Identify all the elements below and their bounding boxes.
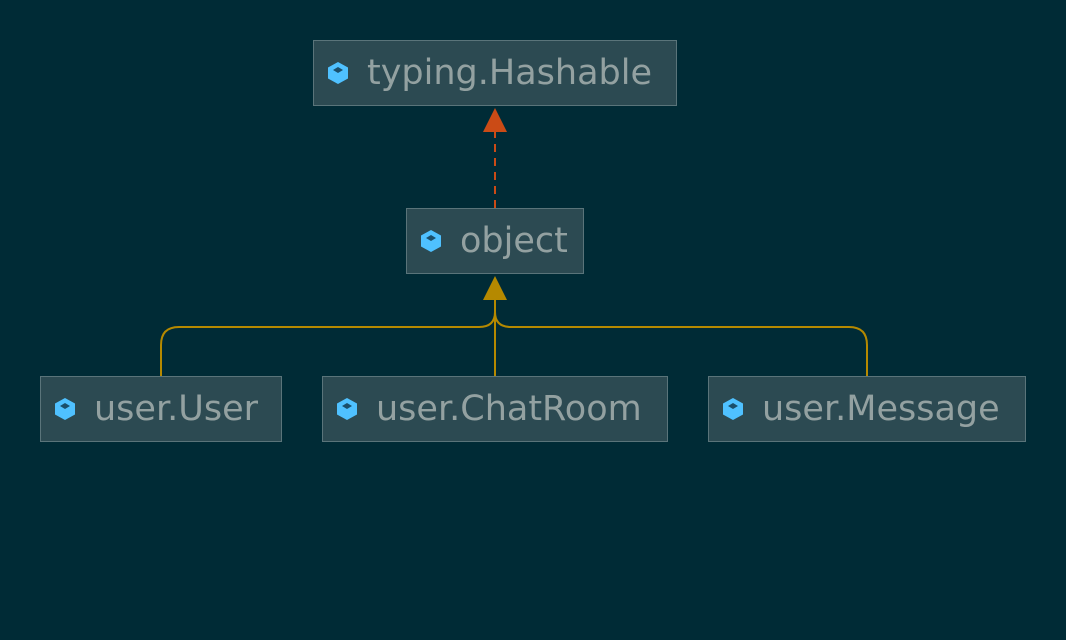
class-node-user-user[interactable]: user.User — [40, 376, 282, 442]
class-label: user.Message — [762, 388, 1000, 429]
class-label: user.User — [94, 388, 259, 429]
class-icon — [328, 62, 348, 84]
class-label: user.ChatRoom — [376, 388, 642, 429]
edge-message-to-object — [494, 311, 868, 376]
arrowhead-hashable — [483, 108, 507, 132]
class-label: object — [460, 220, 568, 261]
class-icon — [337, 398, 357, 420]
class-icon — [723, 398, 743, 420]
class-icon — [421, 230, 441, 252]
class-node-object[interactable]: object — [406, 208, 584, 274]
class-icon — [55, 398, 75, 420]
class-node-typing-hashable[interactable]: typing.Hashable — [313, 40, 677, 106]
class-label: typing.Hashable — [367, 52, 653, 93]
class-node-user-chatroom[interactable]: user.ChatRoom — [322, 376, 668, 442]
class-node-user-message[interactable]: user.Message — [708, 376, 1026, 442]
arrowhead-object — [483, 276, 507, 300]
edge-user-to-object — [160, 311, 496, 376]
